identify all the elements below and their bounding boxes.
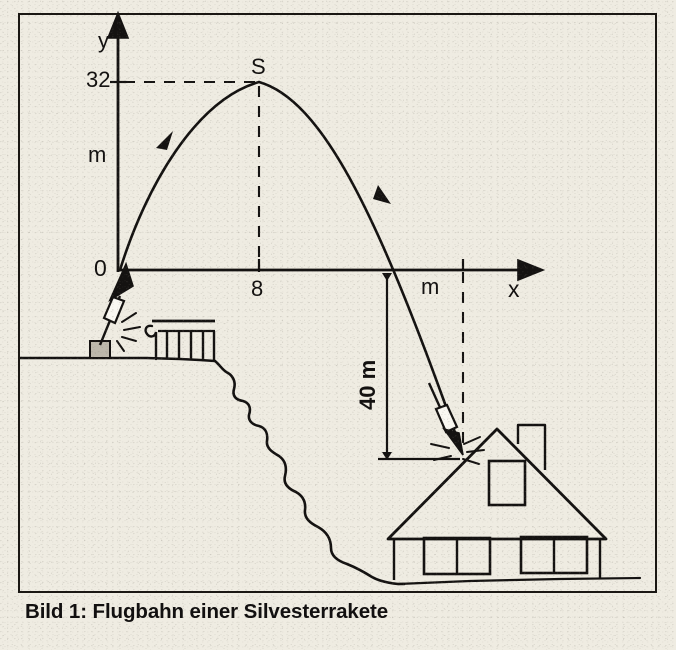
y-axis-label: y — [98, 28, 109, 53]
house-ground-line — [396, 576, 642, 586]
rocket-nose-launch — [108, 261, 134, 303]
guide-lines-group — [124, 80, 465, 448]
x-tick-label-8: 8 — [251, 276, 264, 301]
launch-pad-group — [89, 261, 141, 359]
hillside-slope — [213, 359, 406, 586]
impact-rocket-body — [434, 403, 459, 434]
figure-caption: Bild 1: Flugbahn einer Silvesterrakete — [25, 600, 389, 623]
drop-height-label: 40 m — [355, 359, 380, 410]
railing-group — [144, 319, 216, 361]
y-unit-label: m — [88, 142, 107, 167]
trajectory-arrow-up — [156, 131, 173, 150]
rocket-body-launch — [102, 295, 126, 325]
railing-hook — [144, 324, 158, 361]
house-walls — [392, 539, 602, 580]
house-roof — [386, 427, 608, 541]
house-attic-window — [487, 459, 527, 507]
trajectory-arrow-down — [373, 185, 391, 204]
axes-group — [106, 10, 546, 282]
x-unit-label: m — [421, 274, 440, 299]
trajectory-group — [118, 80, 460, 443]
house-chimney — [516, 423, 547, 470]
trajectory-parabola — [118, 80, 460, 443]
y-tick-label-32: 32 — [86, 67, 111, 92]
x-axis-label: x — [508, 276, 520, 302]
drop-dimension-group — [378, 273, 460, 461]
impact-rocket-nose — [442, 427, 464, 456]
impact-rocket-group — [427, 382, 485, 465]
figure-border — [18, 13, 657, 593]
vertex-label-S: S — [251, 54, 266, 79]
launch-sparks — [116, 312, 141, 352]
origin-label: 0 — [94, 255, 107, 281]
launch-bottle — [89, 340, 111, 359]
house-group — [386, 423, 608, 580]
impact-sparks — [430, 436, 485, 465]
